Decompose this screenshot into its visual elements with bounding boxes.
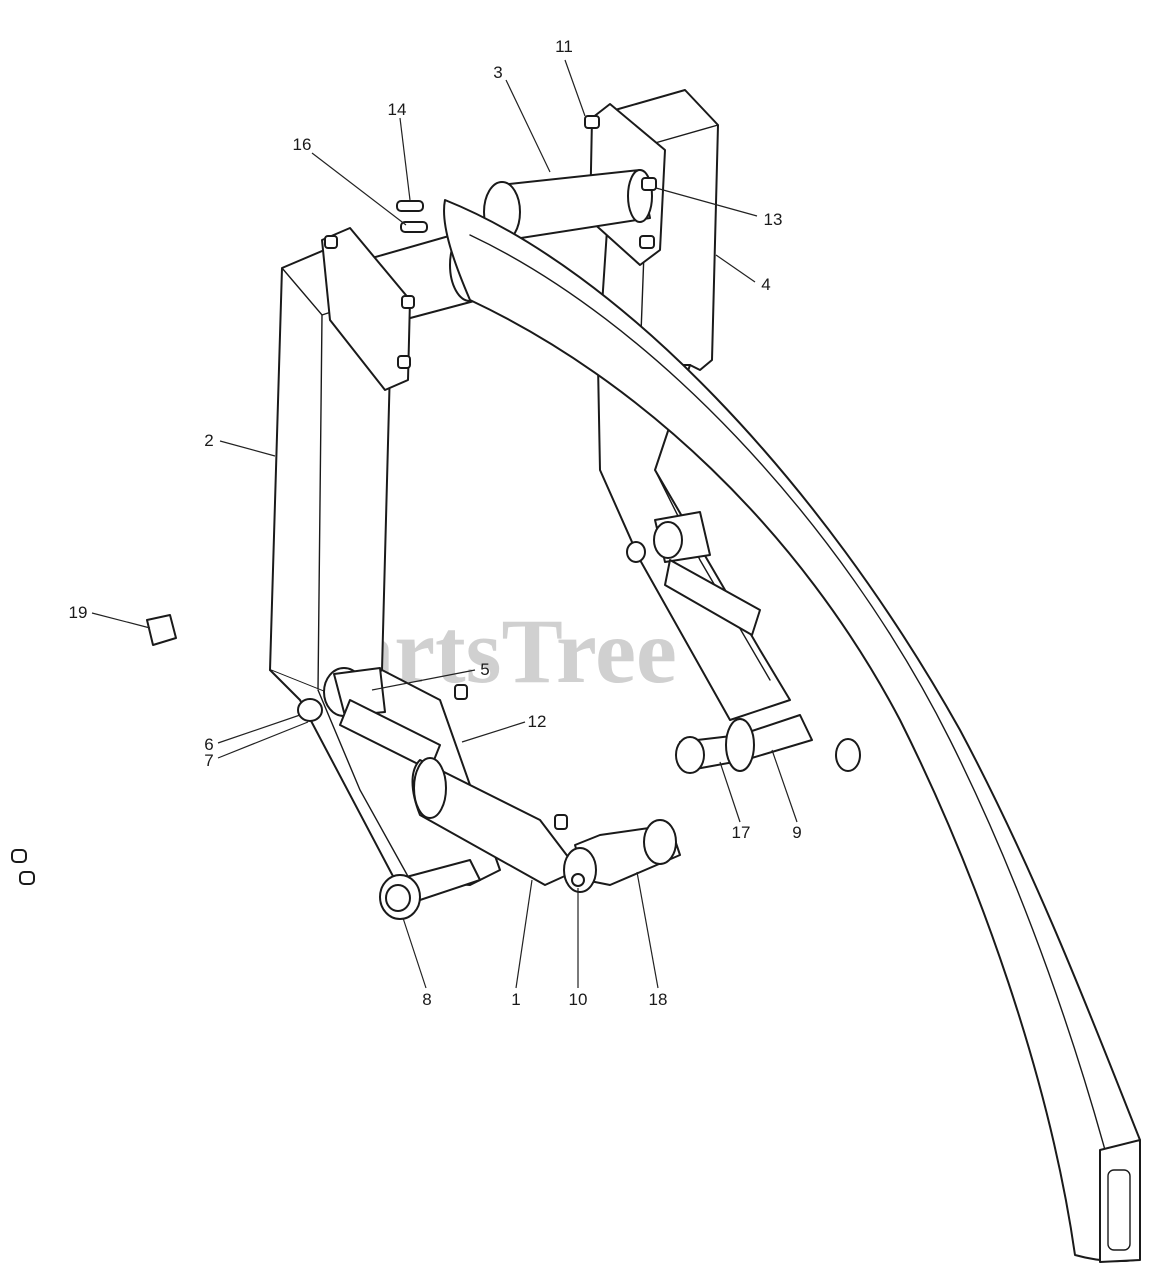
- callout-16: 16: [293, 135, 312, 154]
- callout-10: 10: [569, 990, 588, 1009]
- callout-2: 2: [204, 431, 213, 450]
- bushing-19: [146, 614, 177, 646]
- callout-14: 14: [388, 100, 407, 119]
- right-pivot-assembly: [626, 511, 861, 774]
- callout-18: 18: [649, 990, 668, 1009]
- cylinder-end-pin: [563, 819, 681, 893]
- leader-lines: [91, 59, 798, 989]
- callout-3: 3: [493, 63, 502, 82]
- callout-11: 11: [555, 37, 573, 56]
- cross-tube-upper: [483, 169, 653, 243]
- callout-9: 9: [792, 823, 801, 842]
- callout-13: 13: [764, 210, 783, 229]
- callout-17: 17: [732, 823, 751, 842]
- callout-7: 7: [204, 751, 213, 770]
- callout-19: 19: [69, 603, 88, 622]
- bottom-left-pin: [379, 859, 481, 920]
- callout-labels: 11 3 14 16 13 4 2 19 5 12 6 7 17 9 8 1 1…: [69, 37, 802, 1009]
- callout-6: 6: [204, 735, 213, 754]
- hardware-fittings: [11, 115, 657, 885]
- callout-5: 5: [480, 660, 489, 679]
- left-top-plate: [321, 227, 411, 391]
- curved-boom-arm: [443, 199, 1141, 1263]
- callout-1: 1: [511, 990, 520, 1009]
- callout-12: 12: [528, 712, 547, 731]
- left-pivot-assembly: [297, 667, 579, 886]
- callout-4: 4: [761, 275, 770, 294]
- callout-8: 8: [422, 990, 431, 1009]
